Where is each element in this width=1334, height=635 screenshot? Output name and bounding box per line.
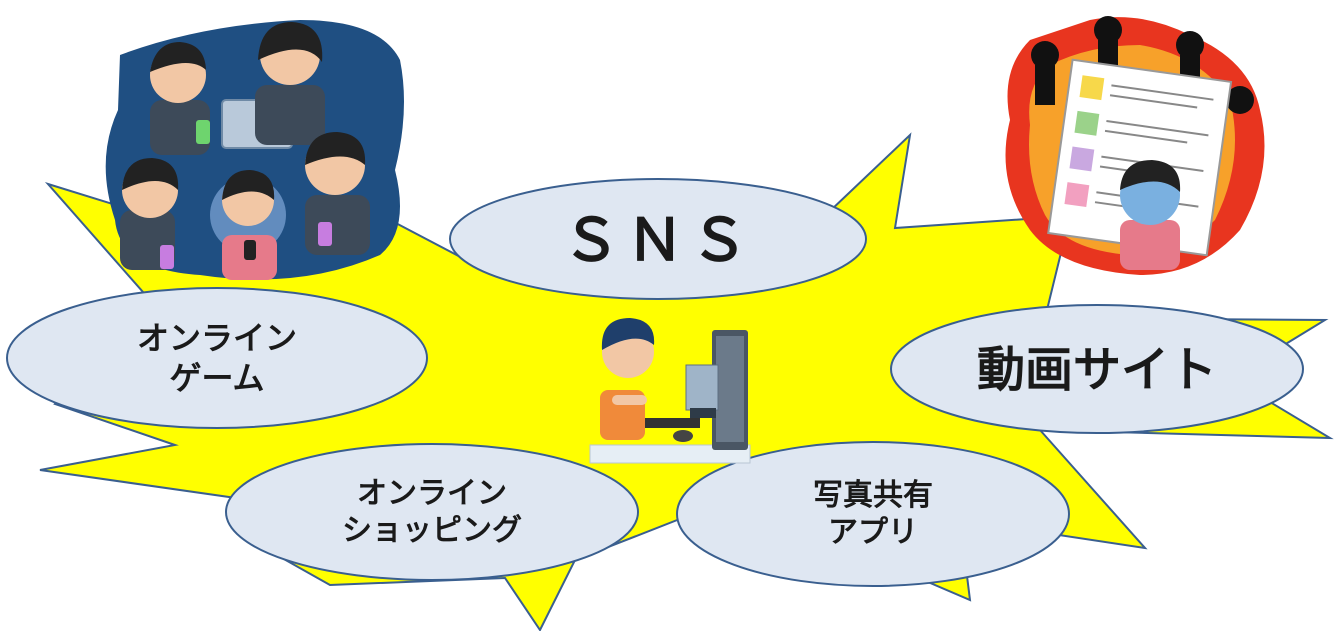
- photo-app-line-1: 写真共有: [813, 477, 933, 513]
- photo-app-line-2: アプリ: [828, 515, 918, 550]
- child-using-computer-icon: [589, 318, 751, 464]
- online-game-line-1: オンライン: [136, 319, 297, 357]
- video-site-label: 動画サイト: [910, 330, 1284, 410]
- online-game-line-2: ゲーム: [169, 359, 265, 397]
- video-site-ellipse: [890, 304, 1304, 434]
- online-game-ellipse: [6, 287, 428, 429]
- video-site-text: 動画サイト: [976, 342, 1217, 398]
- photo-app-label: 写真共有 アプリ: [708, 466, 1038, 562]
- online-shopping-ellipse: [225, 443, 639, 581]
- online-shopping-line-2: ショッピング: [342, 513, 522, 548]
- sns-label: ＳＮＳ: [470, 195, 846, 285]
- photo-app-ellipse: [676, 441, 1070, 587]
- online-flaming-icon: [1005, 16, 1265, 276]
- online-shopping-line-1: オンライン: [357, 475, 507, 511]
- sns-ellipse: [449, 178, 867, 300]
- sns-text: ＳＮＳ: [561, 205, 754, 274]
- group-using-phones-icon: [105, 20, 404, 280]
- online-game-label: オンライン ゲーム: [40, 308, 394, 408]
- online-shopping-label: オンライン ショッピング: [252, 464, 612, 560]
